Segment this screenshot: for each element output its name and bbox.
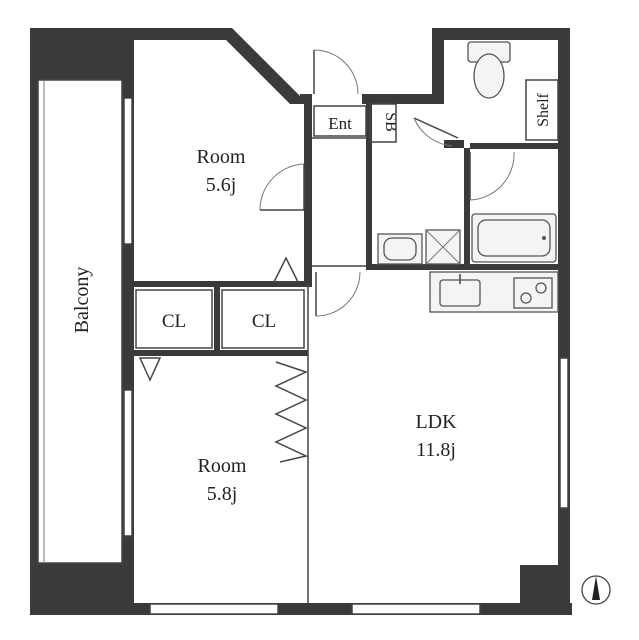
room-lower-name: Room	[198, 455, 247, 477]
shoe-box-label: SB	[382, 112, 399, 132]
balcony-label: Balcony	[71, 267, 93, 334]
room-upper-size: 5.6j	[206, 174, 237, 196]
room-lower-size: 5.8j	[207, 483, 238, 505]
gas-stove-icon	[513, 277, 553, 309]
closet-right-label: CL	[252, 311, 276, 332]
closets	[135, 289, 305, 349]
kitchen-sink-icon	[439, 274, 481, 307]
balcony	[37, 79, 123, 564]
interior-walls	[132, 104, 558, 603]
ldk-name: LDK	[415, 411, 457, 433]
windows	[123, 97, 569, 615]
shelf-label: Shelf	[535, 92, 552, 126]
doors	[138, 49, 515, 463]
fixtures	[377, 41, 559, 313]
bathtub-icon	[471, 213, 557, 263]
room-upper-name: Room	[197, 146, 246, 168]
north-arrow-icon	[581, 575, 611, 605]
washbasin-icon	[377, 233, 423, 265]
entrance-label: Ent	[328, 114, 352, 133]
washing-machine-pan-icon	[425, 229, 461, 265]
ldk-size: 11.8j	[416, 439, 456, 461]
closet-left-label: CL	[162, 311, 186, 332]
room-labels: Room 5.6j Room 5.8j LDK 11.8j CL CL Ent …	[71, 92, 552, 505]
toilet-icon	[467, 41, 511, 99]
